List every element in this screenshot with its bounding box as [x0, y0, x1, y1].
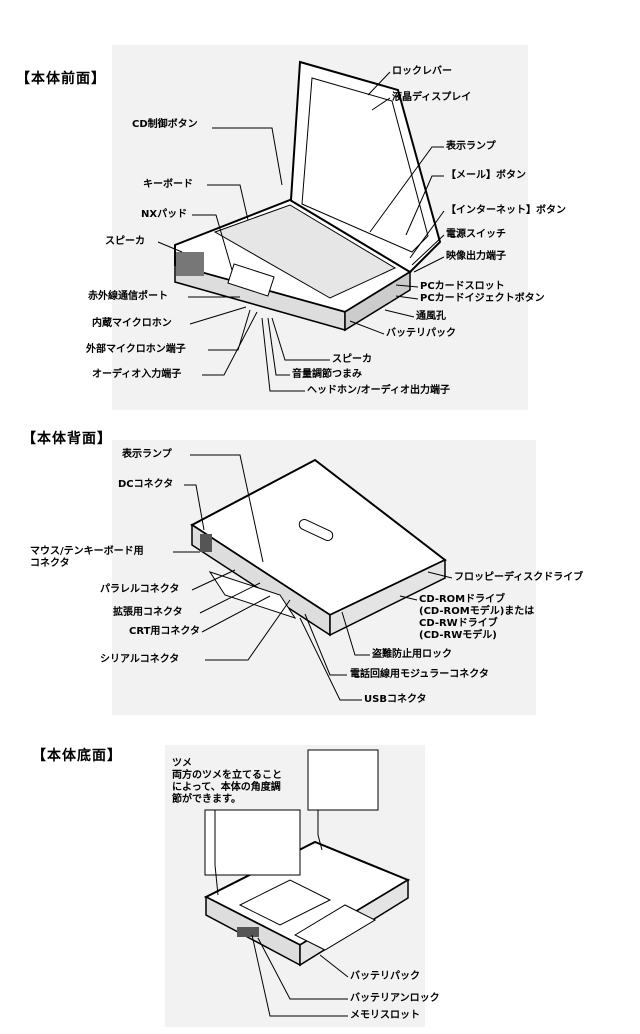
- label-cdrom-2: (CD-ROMモデル)または: [419, 606, 535, 617]
- label-nx-pad: NXパッド: [141, 209, 188, 220]
- label-mouse-connector-1: マウス/テンキーボード用: [30, 546, 144, 557]
- bottom-laptop-drawing: [203, 749, 411, 967]
- bottom-leader-lines: [214, 810, 349, 1017]
- label-video-out: 映像出力端子: [446, 251, 506, 262]
- label-serial: シリアルコネクタ: [100, 654, 180, 665]
- label-floppy: フロッピーディスクドライブ: [454, 572, 584, 583]
- label-tab-note-3: 節ができます。: [172, 794, 241, 805]
- label-keyboard: キーボード: [143, 179, 193, 190]
- label-battery-unlock: バッテリアンロック: [350, 993, 440, 1004]
- label-lock-lever: ロックレバー: [392, 66, 452, 77]
- label-tab-note-1: 両方のツメを立てること: [172, 770, 282, 781]
- label-lcd: 液晶ディスプレイ: [392, 92, 472, 103]
- label-indicator-front: 表示ランプ: [446, 141, 496, 152]
- label-audio-in: オーディオ入力端子: [92, 369, 182, 380]
- label-cd-buttons: CD制御ボタン: [132, 119, 198, 130]
- label-modular: 電話回線用モジュラーコネクタ: [350, 669, 489, 680]
- label-parallel: パラレルコネクタ: [100, 584, 180, 595]
- label-usb: USBコネクタ: [364, 694, 427, 705]
- label-mouse-connector-2: コネクタ: [30, 558, 70, 569]
- label-crt: CRT用コネクタ: [129, 626, 201, 637]
- label-memory-slot: メモリスロット: [350, 1010, 420, 1021]
- label-volume: 音量調節つまみ: [292, 369, 362, 380]
- label-ir-port: 赤外線通信ポート: [88, 291, 168, 302]
- label-internal-mic: 内蔵マイクロホン: [92, 318, 172, 329]
- label-pc-slot: PCカードスロット: [420, 281, 505, 292]
- label-lock: 盗難防止用ロック: [372, 649, 452, 660]
- label-headphone: ヘッドホン/オーディオ出力端子: [307, 385, 450, 396]
- front-leader-lines: [157, 71, 445, 392]
- back-laptop-drawing: [190, 458, 447, 637]
- label-power-switch: 電源スイッチ: [446, 229, 506, 240]
- label-speaker-bottom: スピーカ: [332, 354, 372, 365]
- label-tab-note-2: によって、本体の角度調: [172, 782, 281, 793]
- label-vent: 通風孔: [416, 311, 446, 322]
- label-internet-button: 【インターネット】ボタン: [446, 205, 566, 216]
- front-section-title: 【本体前面】: [16, 71, 106, 87]
- label-pc-eject: PCカードイジェクトボタン: [420, 293, 545, 304]
- back-section-title: 【本体背面】: [22, 431, 112, 447]
- label-battery-bottom: バッテリパック: [350, 971, 420, 982]
- label-mail-button: 【メール】ボタン: [446, 170, 526, 181]
- label-tab-title: ツメ: [172, 758, 192, 769]
- label-speaker-left: スピーカ: [105, 236, 145, 247]
- label-battery-front: バッテリパック: [386, 328, 456, 339]
- label-indicator-back: 表示ランプ: [122, 449, 172, 460]
- label-ext-mic: 外部マイクロホン端子: [86, 344, 186, 355]
- bottom-section-title: 【本体底面】: [32, 748, 122, 764]
- label-cdrom-1: CD-ROMドライブ: [419, 594, 506, 605]
- back-leader-lines: [173, 454, 453, 701]
- label-cdrom-3: CD-RWドライブ: [419, 618, 498, 629]
- label-cdrom-4: (CD-RWモデル): [419, 630, 497, 641]
- label-expansion: 拡張用コネクタ: [113, 607, 183, 618]
- front-laptop-drawing: [174, 60, 442, 332]
- label-dc-connector: DCコネクタ: [118, 479, 174, 490]
